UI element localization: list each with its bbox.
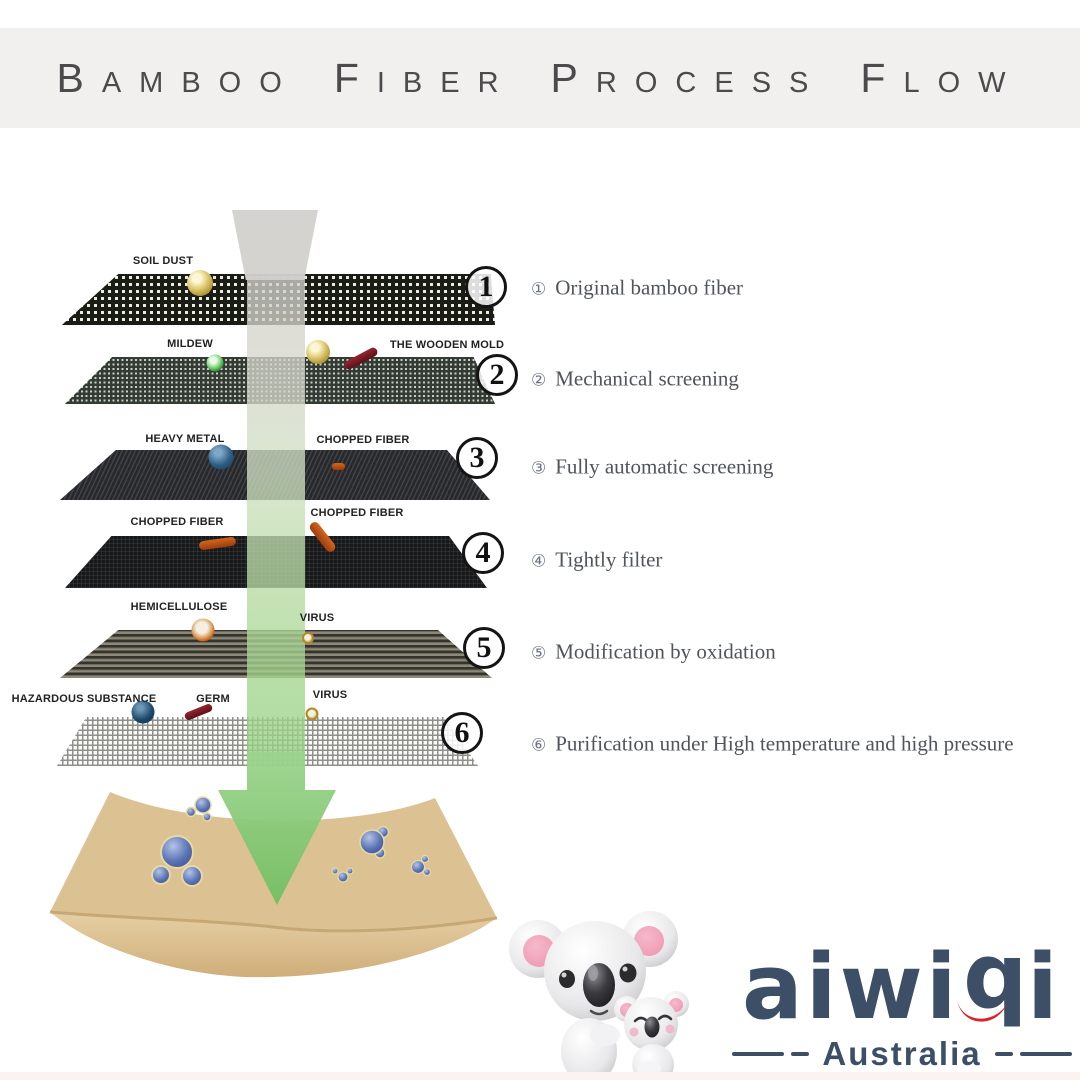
water-molecule <box>410 854 432 877</box>
funnel-beam <box>232 210 318 280</box>
layer-badge-6: 6 <box>441 712 483 754</box>
dash-line <box>1019 1052 1072 1056</box>
virus-particle-icon <box>302 632 314 644</box>
contaminant-label: VIRUS <box>312 689 348 701</box>
step-text: Mechanical screening <box>555 366 739 391</box>
step-text: Purification under High temperature and … <box>555 731 1014 756</box>
water-molecule <box>359 825 390 859</box>
step-marker: ④ <box>531 551 547 572</box>
contaminant-label: HEMICELLULOSE <box>130 601 228 613</box>
mildew-particle-icon <box>206 354 224 372</box>
soil-dust-particle-icon <box>187 270 213 296</box>
step-text: Modification by oxidation <box>555 639 776 664</box>
brand-text: aiwi <box>742 935 960 1040</box>
layer-badge-2: 2 <box>476 354 518 396</box>
contaminant-label: CHOPPED FIBER <box>130 516 224 528</box>
virus-particle-icon <box>305 707 319 721</box>
layer-badge-3: 3 <box>456 437 498 479</box>
title-word: Process <box>550 54 827 101</box>
bottom-border <box>0 1072 1080 1080</box>
heavy-metal-particle-icon <box>208 444 234 470</box>
contaminant-label: HEAVY METAL <box>145 433 225 445</box>
page-title: Bamboo Fiber Process Flow <box>39 55 1040 102</box>
title-word: Fiber <box>333 54 517 101</box>
step-text: Tightly filter <box>555 547 663 572</box>
step-text: Fully automatic screening <box>555 454 774 479</box>
title-banner: Bamboo Fiber Process Flow <box>0 28 1080 128</box>
step-item-1: ① Original bamboo fiber <box>531 276 743 301</box>
brand-country-row: Australia <box>728 1035 1076 1072</box>
brand-text: i <box>1027 935 1061 1040</box>
hemicellulose-particle-icon <box>191 618 215 642</box>
step-text: Original bamboo fiber <box>555 275 744 300</box>
koala-nose <box>583 963 615 1007</box>
step-item-5: ⑤ Modification by oxidation <box>531 640 776 665</box>
layer-badge-1: 1 <box>465 266 507 308</box>
title-word: Bamboo <box>56 54 300 101</box>
contaminant-label: HAZARDOUS SUBSTANCE <box>11 693 157 705</box>
step-item-6: ⑥ Purification under High temperature and… <box>531 732 1014 757</box>
brand-smile-icon <box>957 1001 1007 1022</box>
step-marker: ③ <box>531 458 547 479</box>
step-item-4: ④ Tightly filter <box>531 548 662 573</box>
baby-koala-nose <box>644 1016 660 1038</box>
dust-particle-icon <box>306 340 330 364</box>
dash-line <box>994 1052 1013 1056</box>
step-marker: ⑤ <box>531 643 547 664</box>
contaminant-label: SOIL DUST <box>132 255 194 267</box>
step-item-2: ② Mechanical screening <box>531 367 739 392</box>
contaminant-label: THE WOODEN MOLD <box>389 339 505 351</box>
down-arrow-icon <box>218 752 336 905</box>
water-molecule <box>151 835 203 887</box>
step-marker: ⑥ <box>531 735 547 756</box>
contaminant-label: CHOPPED FIBER <box>310 507 404 519</box>
chopped-fiber-chip-icon <box>332 463 345 470</box>
tray-lip-shadow <box>49 910 498 933</box>
layer-badge-4: 4 <box>462 532 504 574</box>
contaminant-label: MILDEW <box>167 338 213 350</box>
hazardous-substance-particle-icon <box>131 700 155 724</box>
step-marker: ① <box>531 279 547 300</box>
step-item-3: ③ Fully automatic screening <box>531 455 773 480</box>
dash-line <box>791 1052 810 1056</box>
layer-badge-5: 5 <box>463 627 505 669</box>
flow-beam <box>247 276 305 758</box>
step-marker: ② <box>531 370 547 391</box>
brand-country: Australia <box>822 1035 982 1072</box>
title-word: Flow <box>860 54 1024 101</box>
brand-wordmark: aiwibi <box>742 936 1072 1042</box>
water-molecule <box>185 796 212 822</box>
contaminant-label: CHOPPED FIBER <box>316 434 410 446</box>
contaminant-label: VIRUS <box>299 612 335 624</box>
crumb-dots-icon: ... <box>342 538 355 550</box>
water-molecule <box>331 867 354 883</box>
tray-front-face <box>50 912 497 978</box>
koala-mascot <box>509 911 689 1080</box>
dash-line <box>732 1052 785 1056</box>
contaminant-label: GERM <box>196 693 230 705</box>
